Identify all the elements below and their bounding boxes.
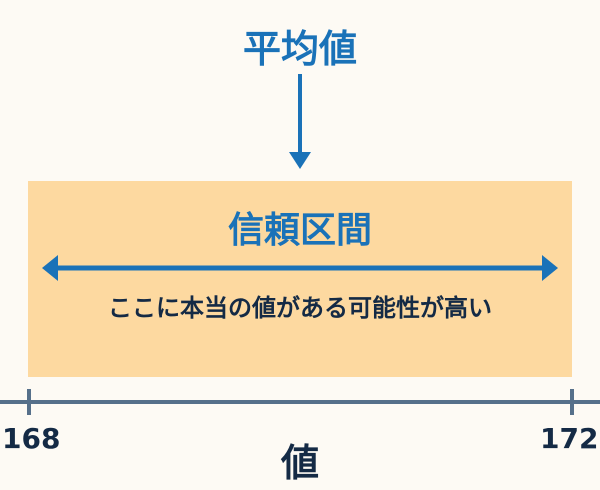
confidence-interval-title: 信頼区間 [227,210,372,251]
value-axis [0,389,600,415]
mean-label: 平均値 [242,27,357,71]
mean-down-arrow-icon [289,74,311,169]
double-headed-arrow-icon [42,255,558,281]
confidence-interval-box: 信頼区間 ここに本当の値がある可能性が高い [28,181,572,377]
confidence-interval-description: ここに本当の値がある可能性が高い [108,294,492,322]
axis-title: 値 [280,441,319,485]
tick-label-172: 172 [540,422,599,455]
tick-label-168: 168 [2,422,61,455]
